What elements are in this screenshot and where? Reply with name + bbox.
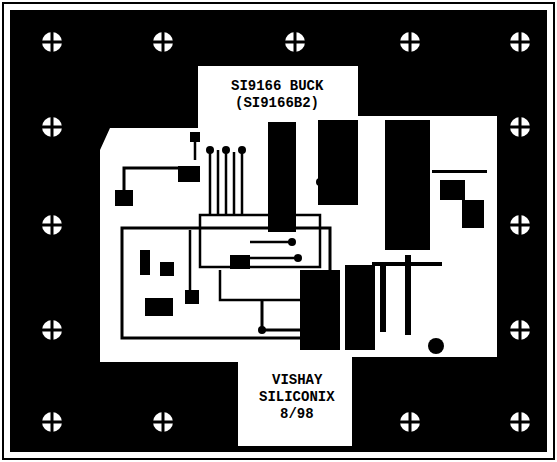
board-label: SI9166 BUCK — [229, 78, 325, 94]
board-label: 8/98 — [278, 406, 316, 422]
board-label: VISHAY — [270, 372, 324, 388]
board-label: (SI9166B2) — [233, 95, 321, 111]
board-label: SILICONIX — [257, 389, 337, 405]
